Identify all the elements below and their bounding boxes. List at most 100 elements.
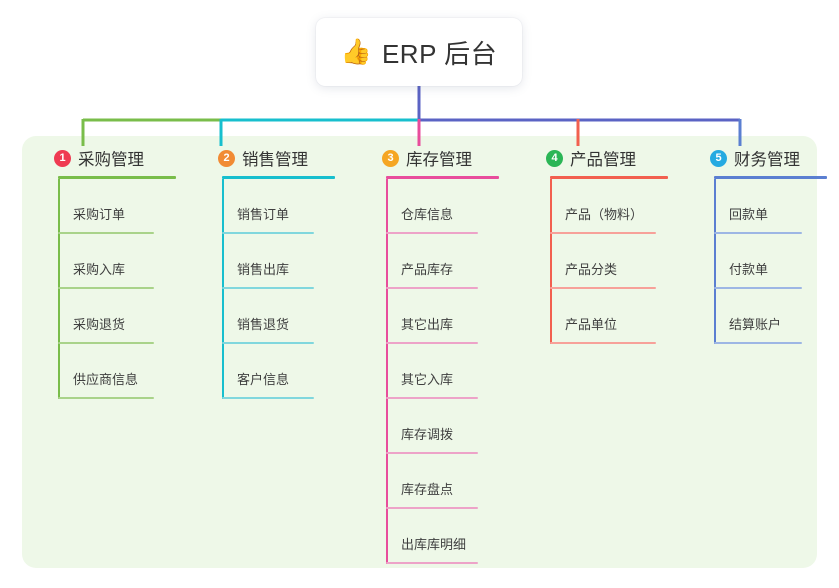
column-title-2: 销售管理: [242, 151, 308, 169]
column-spine-4: [550, 179, 552, 344]
column-body-5: 回款单付款单结算账户: [692, 179, 839, 344]
leaf-item[interactable]: 销售出库: [200, 234, 350, 289]
column-rule-5: [714, 176, 827, 179]
leaf-item-rule: [386, 562, 478, 564]
leaf-item[interactable]: 库存盘点: [364, 454, 514, 509]
leaf-item-label: 销售退货: [237, 317, 290, 332]
column-badge-5: 5: [710, 149, 727, 167]
leaf-item[interactable]: 产品库存: [364, 234, 514, 289]
leaf-item[interactable]: 采购入库: [36, 234, 186, 289]
leaf-item-rule: [386, 342, 478, 344]
leaf-item-rule: [550, 342, 656, 344]
leaf-item-label: 结算账户: [729, 317, 782, 332]
leaf-item-label: 销售订单: [237, 207, 290, 222]
leaf-item-rule: [222, 232, 314, 234]
leaf-item[interactable]: 采购订单: [36, 179, 186, 234]
leaf-item-rule: [386, 452, 478, 454]
root-node[interactable]: 👍 ERP 后台: [316, 18, 522, 86]
leaf-item[interactable]: 销售订单: [200, 179, 350, 234]
column-4: 4 产品管理产品（物料） 产品分类产品单位: [528, 146, 688, 344]
leaf-item[interactable]: 其它出库: [364, 289, 514, 344]
column-body-2: 销售订单销售出库销售退货客户信息: [200, 179, 350, 399]
leaf-item-rule: [386, 507, 478, 509]
leaf-item[interactable]: 结算账户: [692, 289, 839, 344]
leaf-item[interactable]: 付款单: [692, 234, 839, 289]
leaf-item-rule: [550, 232, 656, 234]
leaf-item-label: 回款单: [729, 207, 769, 222]
column-rule-1: [58, 176, 176, 179]
leaf-item-label: 付款单: [729, 262, 769, 277]
leaf-item-rule: [222, 397, 314, 399]
column-title-1: 采购管理: [78, 151, 144, 169]
leaf-item-label: 库存调拨: [401, 427, 454, 442]
leaf-item-rule: [714, 287, 802, 289]
leaf-item-label: 产品库存: [401, 262, 454, 277]
thumbs-up-icon: 👍: [340, 37, 372, 66]
column-spine-1: [58, 179, 60, 399]
column-body-4: 产品（物料） 产品分类产品单位: [528, 179, 688, 344]
leaf-item-label: 其它出库: [401, 317, 454, 332]
leaf-item-label: 供应商信息: [73, 372, 139, 387]
leaf-item-label: 出库库明细: [401, 537, 467, 552]
column-spine-5: [714, 179, 716, 344]
leaf-item[interactable]: 产品单位: [528, 289, 688, 344]
column-badge-1: 1: [54, 149, 71, 167]
leaf-item[interactable]: 供应商信息: [36, 344, 186, 399]
leaf-item[interactable]: 产品（物料）: [528, 179, 688, 234]
leaf-item-rule: [386, 232, 478, 234]
leaf-item-label: 采购退货: [73, 317, 126, 332]
leaf-item-rule: [222, 287, 314, 289]
column-rule-2: [222, 176, 335, 179]
leaf-item-label: 产品分类: [565, 262, 618, 277]
leaf-item-label: 产品单位: [565, 317, 618, 332]
column-3: 3 库存管理仓库信息产品库存其它出库其它入库库存调拨库存盘点出库库明细: [364, 146, 514, 564]
column-2: 2 销售管理销售订单销售出库销售退货客户信息: [200, 146, 350, 399]
leaf-item-label: 其它入库: [401, 372, 454, 387]
column-5: 5 财务管理回款单付款单结算账户: [692, 146, 839, 344]
column-title-4: 产品管理: [570, 151, 636, 169]
column-badge-3: 3: [382, 149, 399, 167]
column-header-5[interactable]: 5 财务管理: [692, 146, 839, 170]
leaf-item-rule: [58, 232, 154, 234]
column-title-3: 库存管理: [406, 151, 472, 169]
root-node-title: ERP 后台: [381, 38, 498, 69]
column-badge-2: 2: [218, 149, 235, 167]
leaf-item[interactable]: 采购退货: [36, 289, 186, 344]
column-header-4[interactable]: 4 产品管理: [528, 146, 688, 170]
leaf-item-rule: [58, 287, 154, 289]
column-header-1[interactable]: 1 采购管理: [36, 146, 186, 170]
leaf-item-rule: [386, 287, 478, 289]
leaf-item[interactable]: 仓库信息: [364, 179, 514, 234]
column-1: 1 采购管理采购订单采购入库采购退货供应商信息: [36, 146, 186, 399]
leaf-item-label: 客户信息: [237, 372, 290, 387]
column-rule-3: [386, 176, 499, 179]
leaf-item-rule: [58, 342, 154, 344]
leaf-item[interactable]: 库存调拨: [364, 399, 514, 454]
leaf-item[interactable]: 回款单: [692, 179, 839, 234]
leaf-item-label: 采购订单: [73, 207, 126, 222]
leaf-item-label: 采购入库: [73, 262, 126, 277]
column-header-2[interactable]: 2 销售管理: [200, 146, 350, 170]
column-rule-4: [550, 176, 668, 179]
column-title-5: 财务管理: [734, 151, 800, 169]
leaf-item[interactable]: 出库库明细: [364, 509, 514, 564]
column-spine-2: [222, 179, 224, 399]
leaf-item[interactable]: 产品分类: [528, 234, 688, 289]
leaf-item-label: 销售出库: [237, 262, 290, 277]
leaf-item-rule: [550, 287, 656, 289]
column-body-1: 采购订单采购入库采购退货供应商信息: [36, 179, 186, 399]
column-header-3[interactable]: 3 库存管理: [364, 146, 514, 170]
leaf-item-rule: [58, 397, 154, 399]
column-badge-4: 4: [546, 149, 563, 167]
leaf-item[interactable]: 其它入库: [364, 344, 514, 399]
diagram-background-panel: [22, 136, 817, 568]
leaf-item-label: 库存盘点: [401, 482, 454, 497]
leaf-item-label: 仓库信息: [401, 207, 454, 222]
leaf-item[interactable]: 销售退货: [200, 289, 350, 344]
leaf-item-rule: [714, 232, 802, 234]
column-spine-3: [386, 179, 388, 564]
column-body-3: 仓库信息产品库存其它出库其它入库库存调拨库存盘点出库库明细: [364, 179, 514, 564]
leaf-item[interactable]: 客户信息: [200, 344, 350, 399]
leaf-item-rule: [714, 342, 802, 344]
leaf-item-rule: [386, 397, 478, 399]
